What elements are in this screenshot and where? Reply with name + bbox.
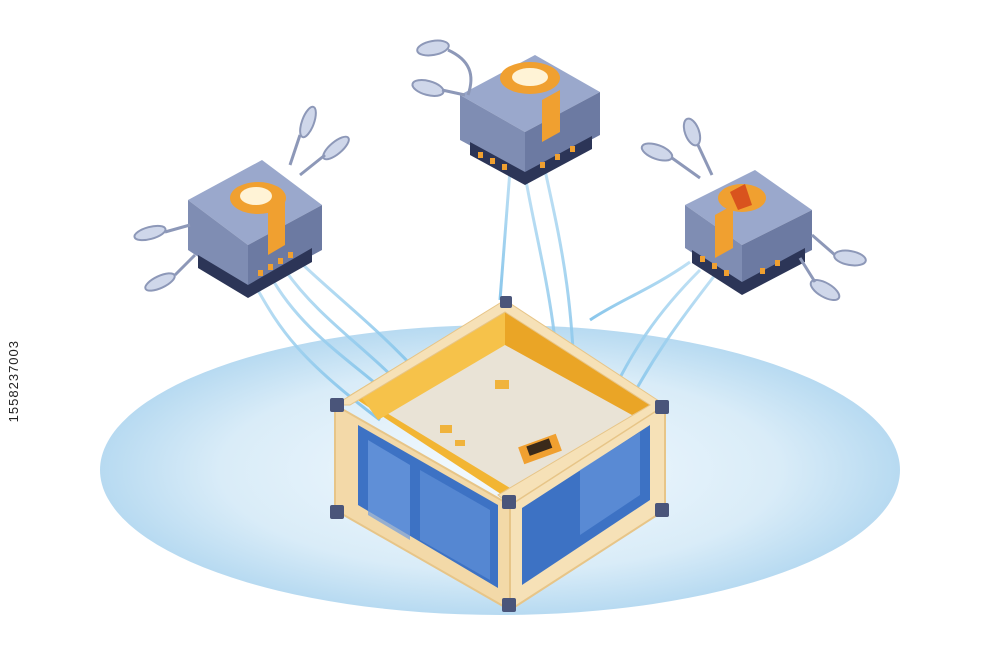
crate-icon <box>330 296 669 612</box>
drone-module-icon <box>640 117 867 302</box>
rotor-icon <box>133 105 350 292</box>
drone-module-icon <box>133 105 350 298</box>
drone-module-icon <box>411 39 600 185</box>
stock-id-label: 1558237003 <box>6 340 21 423</box>
rotor-icon <box>640 117 867 302</box>
rotor-icon <box>411 39 450 97</box>
